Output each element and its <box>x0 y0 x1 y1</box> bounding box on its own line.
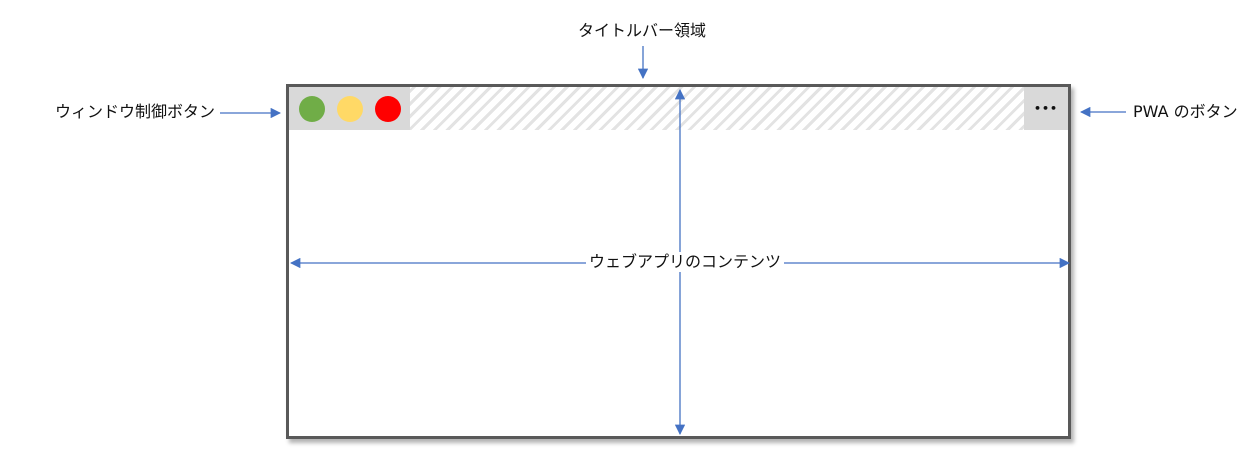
window-controls-label: ウィンドウ制御ボタン <box>55 102 216 121</box>
pwa-button-label: PWA のボタン <box>1133 102 1238 121</box>
maximize-button[interactable] <box>337 96 363 122</box>
pwa-menu-button[interactable]: ••• <box>1024 87 1068 130</box>
close-button[interactable] <box>375 96 401 122</box>
window-controls <box>289 87 410 130</box>
more-icon: ••• <box>1033 102 1059 115</box>
minimize-button[interactable] <box>299 96 325 122</box>
titlebar-area-label: タイトルバー領域 <box>578 21 707 40</box>
web-app-content-label: ウェブアプリのコンテンツ <box>586 252 785 272</box>
